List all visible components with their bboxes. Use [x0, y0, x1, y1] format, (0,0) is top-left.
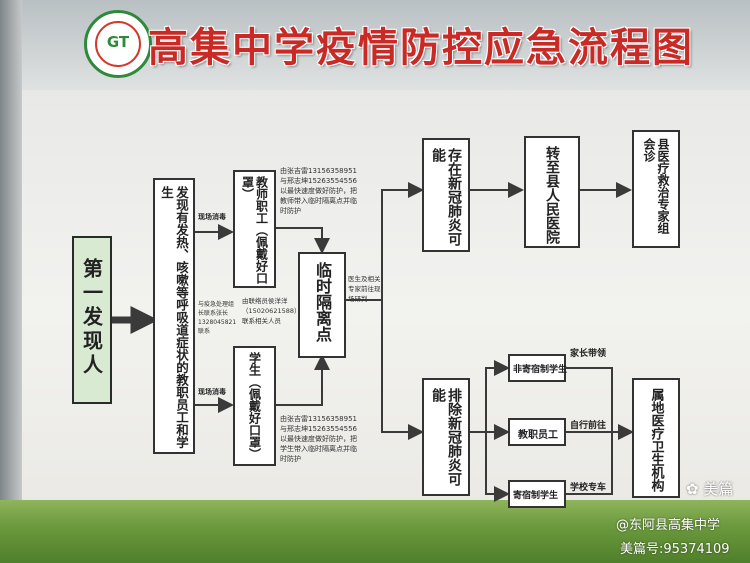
box-boarding: 寄宿制学生	[508, 480, 566, 508]
suspected-text: 存在新冠肺炎可能	[430, 148, 462, 246]
symptoms-text: 发现有发热、咳嗽等呼吸道症状的教职员工和学生	[159, 186, 189, 449]
temp-isolation-text: 临时隔离点	[313, 262, 332, 342]
box-first-discoverer: 第一发现人	[72, 236, 112, 404]
staff-mask-text: 教师职工（佩戴好口罩）	[240, 176, 269, 284]
boarding-text: 寄宿制学生	[513, 491, 559, 501]
disinfect-bottom: 现场消毒	[198, 388, 226, 396]
box-staff-mask: 教师职工（佩戴好口罩）	[233, 170, 276, 288]
box-local-medical: 属地医疗卫生机构	[632, 378, 680, 498]
local-medical-text: 属地医疗卫生机构	[648, 388, 664, 492]
box-excluded: 排除新冠肺炎可能	[422, 378, 470, 496]
box-symptoms: 发现有发热、咳嗽等呼吸道症状的教职员工和学生	[153, 178, 195, 454]
logo-monogram: GT	[106, 33, 130, 51]
brand-watermark: ✿ 美篇	[686, 478, 733, 499]
excluded-text: 排除新冠肺炎可能	[430, 388, 462, 486]
contact-left-note: 与疫急处理组长联系张长1328045821联系	[198, 301, 237, 335]
box-temp-isolation: 临时隔离点	[298, 252, 346, 358]
medical-note: 医生及相关专家前往现场研判	[348, 275, 381, 303]
county-hospital-text: 转至县人民医院	[544, 146, 560, 244]
page-title: 高集中学疫情防控应急流程图	[148, 25, 694, 71]
box-county-hospital: 转至县人民医院	[524, 136, 580, 248]
parent-pickup: 家长带领	[570, 349, 607, 359]
green-footer-band	[0, 500, 750, 563]
disinfect-top: 现场消毒	[198, 213, 226, 221]
box-suspected: 存在新冠肺炎可能	[422, 138, 470, 252]
box-student-mask: 学生（佩戴好口罩）	[233, 346, 276, 466]
id-watermark: 美篇号:95374109	[620, 542, 730, 557]
box-staff: 教职员工	[508, 418, 566, 446]
contact-mid-note: 由联络员侯洋洋（15020621588）联系相关人员	[242, 297, 301, 325]
box-non-boarding: 非寄宿制学生	[508, 354, 568, 382]
staff-text: 教职员工	[518, 430, 558, 441]
student-note: 由张吉雷13156358951与邢志坤15263554556以最快速度做好防护，…	[280, 415, 357, 463]
school-bus: 学校专车	[570, 483, 607, 493]
expert-group-text: 县医疗救治专家组会诊	[642, 138, 670, 234]
box-expert-group: 县医疗救治专家组会诊	[632, 130, 680, 248]
left-edge	[0, 0, 22, 563]
non-boarding-text: 非寄宿制学生	[513, 365, 568, 375]
first-discoverer-text: 第一发现人	[79, 258, 104, 378]
brand-flower-icon: ✿	[686, 480, 699, 498]
school-logo: GT	[84, 10, 152, 78]
staff-note: 由张吉雷13156358951与邢志坤15263554556以最快速度做好防护，…	[280, 167, 357, 215]
author-watermark: @东阿县高集中学	[616, 518, 721, 533]
logo-ring	[95, 21, 141, 67]
brand-text: 美篇	[703, 480, 734, 498]
student-mask-text: 学生（佩戴好口罩）	[247, 352, 262, 460]
self-go: 自行前往	[570, 421, 607, 431]
